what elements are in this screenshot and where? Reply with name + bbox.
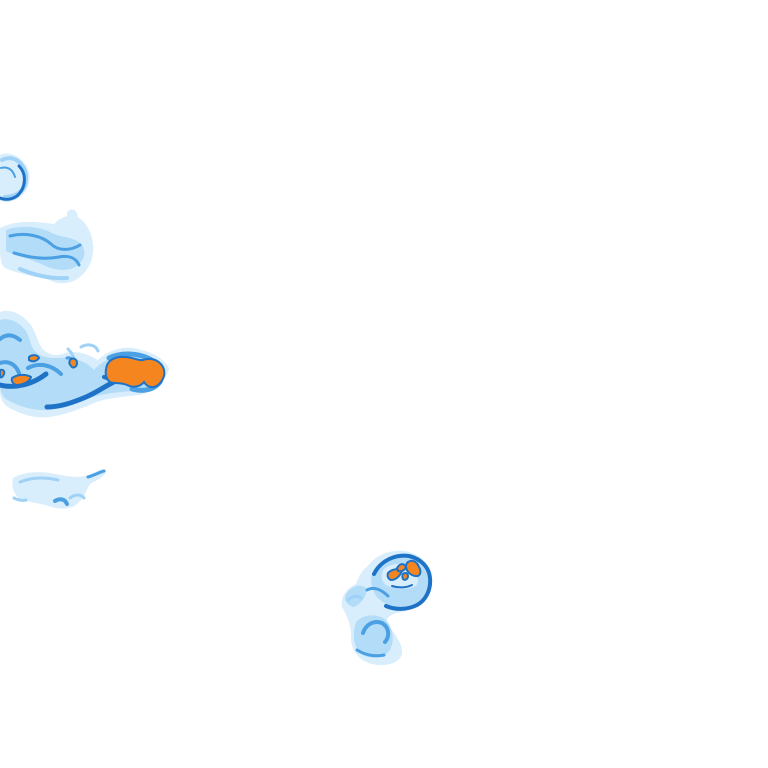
top-left-ring-cell	[0, 153, 30, 202]
lower-center-storm	[341, 550, 433, 666]
central-left-storm-line	[0, 310, 169, 418]
upper-left-cloud-cell	[0, 209, 94, 284]
lower-left-fragments	[12, 469, 107, 509]
